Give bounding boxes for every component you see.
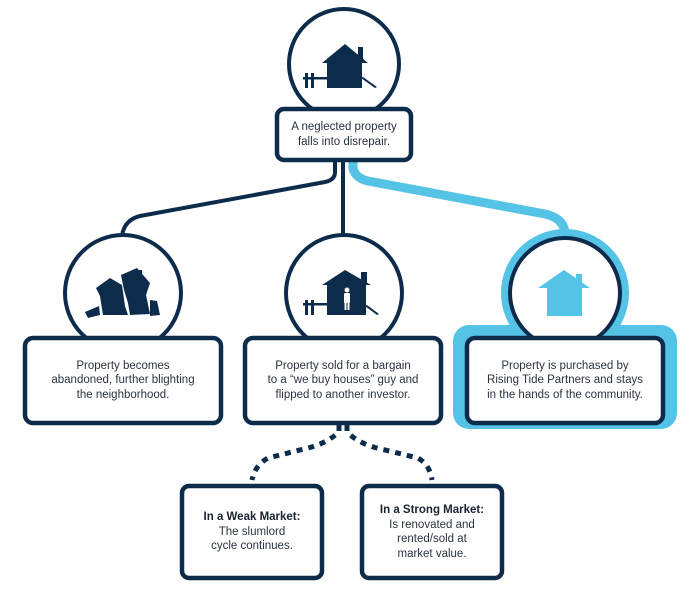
- person-icon: [344, 287, 350, 310]
- strong-market-line-3: market value.: [397, 547, 467, 560]
- root-node-text: A neglected property falls into disrepai…: [279, 111, 409, 158]
- weak-market-line-1: The slumlord: [218, 525, 286, 538]
- community-node-text: Property is purchased by Rising Tide Par…: [469, 340, 661, 421]
- abandoned-line-1: Property becomes: [76, 359, 170, 372]
- strong-market-node-text: In a Strong Market: Is renovated and ren…: [364, 488, 500, 576]
- root-box-outline: [274, 106, 414, 163]
- abandoned-line-2: abandoned, further blighting: [51, 374, 195, 387]
- weak-market-line-2: cycle continues.: [211, 540, 293, 553]
- connector-flipped-to-strong-market: [344, 425, 435, 481]
- strong-market-box-outline: [359, 483, 505, 581]
- flipped-line-3: flipped to another investor.: [275, 388, 411, 401]
- community-line-1: Property is purchased by: [501, 359, 629, 372]
- root-line-1: A neglected property: [291, 121, 397, 133]
- weak-market-box-outline: [179, 483, 325, 581]
- community-box-outline: [464, 335, 666, 426]
- house-icon: [538, 270, 590, 316]
- root-line-2: falls into disrepair.: [297, 135, 391, 148]
- house-with-person-icon: [303, 270, 379, 315]
- flipped-box-outline: [242, 335, 444, 426]
- community-line-3: in the hands of the community.: [487, 388, 643, 401]
- connector-root-to-abandoned: [120, 158, 337, 240]
- broken-house-icon: [85, 268, 160, 318]
- house-with-fence-icon: [303, 44, 377, 88]
- abandoned-box-outline: [22, 335, 224, 426]
- abandoned-line-3: the neighborhood.: [76, 388, 170, 401]
- weak-market-node-text: In a Weak Market: The slumlord cycle con…: [184, 488, 320, 576]
- weak-market-heading: In a Weak Market:: [203, 511, 301, 524]
- strong-market-heading: In a Strong Market:: [379, 504, 485, 516]
- flipped-node-text: Property sold for a bargain to a “we buy…: [247, 340, 439, 421]
- community-line-2: Rising Tide Partners and stays: [487, 374, 643, 387]
- flipped-line-2: to a “we buy houses” guy and: [267, 374, 419, 387]
- strong-market-line-2: rented/sold at: [397, 533, 467, 545]
- flipped-line-1: Property sold for a bargain: [275, 359, 411, 372]
- connector-root-to-community: [348, 155, 570, 237]
- strong-market-line-1: Is renovated and: [389, 518, 475, 531]
- connector-flipped-to-weak-market: [249, 425, 342, 481]
- abandoned-node-text: Property becomes abandoned, further blig…: [27, 340, 219, 421]
